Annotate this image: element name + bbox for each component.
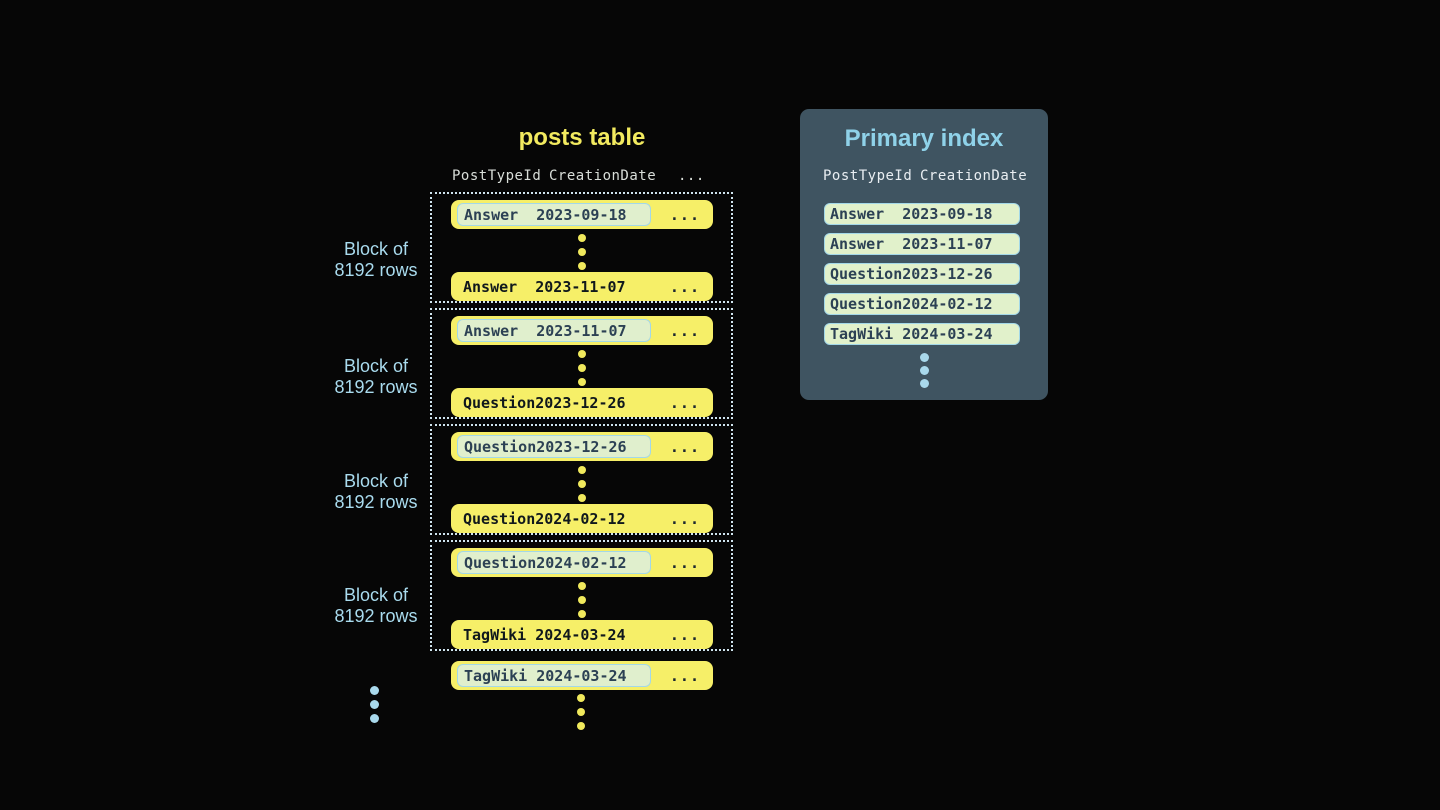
- block-label-line2: 8192 rows: [334, 492, 418, 512]
- index-row: Answer 2023-11-07: [824, 233, 1020, 255]
- row-posttype: Question: [464, 553, 537, 572]
- posts-table-title: posts table: [518, 124, 646, 151]
- row-date: 2023-11-07: [535, 277, 626, 296]
- index-header-creationdate: CreationDate: [920, 168, 1028, 184]
- row-posttype: TagWiki: [463, 625, 527, 644]
- more-index-entries-dots: [800, 353, 1048, 392]
- block-label-2: Block of 8192 rows: [318, 356, 434, 398]
- row-ellipsis: ...: [669, 205, 700, 224]
- row-date: 2024-03-24: [536, 666, 627, 685]
- rows-omitted-dots: [432, 350, 731, 392]
- index-mark-highlight: Answer 2023-09-18: [457, 203, 651, 226]
- block-label-line1: Block of: [343, 239, 409, 259]
- index-row: Answer 2023-09-18: [824, 203, 1020, 225]
- row-posttype: Answer: [463, 277, 518, 296]
- row-date: 2023-11-07: [902, 235, 993, 253]
- row-date: 2023-09-18: [536, 205, 627, 224]
- posts-header-posttypeid: PostTypeId: [452, 168, 542, 184]
- table-row-highlighted: Answer 2023-11-07 ...: [451, 316, 713, 345]
- table-block-1: Answer 2023-09-18 ... Answer 2023-11-07 ..…: [430, 192, 733, 303]
- index-header-posttypeid: PostTypeId: [823, 168, 913, 184]
- row-date: 2023-09-18: [902, 205, 993, 223]
- row-ellipsis: ...: [669, 437, 700, 456]
- block-label-line2: 8192 rows: [334, 260, 418, 280]
- block-label-line1: Block of: [343, 356, 409, 376]
- row-date: 2024-02-12: [536, 553, 627, 572]
- block-label-line2: 8192 rows: [334, 606, 418, 626]
- row-ellipsis: ...: [669, 553, 700, 572]
- row-posttype: Question: [463, 393, 536, 412]
- row-posttype: Question: [830, 295, 903, 313]
- row-date: 2023-12-26: [536, 437, 627, 456]
- more-blocks-dots: [370, 686, 379, 728]
- row-date: 2024-02-12: [902, 295, 993, 313]
- block-label-line1: Block of: [343, 471, 409, 491]
- row-date: 2023-12-26: [902, 265, 993, 283]
- row-date: 2024-02-12: [535, 509, 626, 528]
- row-posttype: Answer: [830, 235, 885, 253]
- row-ellipsis: ...: [669, 666, 700, 685]
- table-row-plain: Answer 2023-11-07 ...: [451, 272, 713, 301]
- block-label-line1: Block of: [343, 585, 409, 605]
- block-label-3: Block of 8192 rows: [318, 471, 434, 513]
- table-row-highlighted: Answer 2023-09-18 ...: [451, 200, 713, 229]
- block-label-4: Block of 8192 rows: [318, 585, 434, 627]
- posts-header-creationdate: CreationDate: [549, 168, 657, 184]
- row-ellipsis: ...: [669, 393, 700, 412]
- rows-omitted-dots: [432, 466, 731, 508]
- rows-omitted-dots: [432, 234, 731, 276]
- row-posttype: Answer: [464, 321, 519, 340]
- row-posttype: TagWiki: [830, 325, 894, 343]
- row-date: 2023-12-26: [535, 393, 626, 412]
- row-posttype: Question: [463, 509, 536, 528]
- table-row-trailing-highlighted: TagWiki 2024-03-24 ...: [451, 661, 713, 690]
- block-label-1: Block of 8192 rows: [318, 239, 434, 281]
- row-ellipsis: ...: [669, 625, 700, 644]
- row-ellipsis: ...: [669, 277, 700, 296]
- posts-header-ellipsis: ...: [678, 168, 705, 184]
- index-mark-highlight: Answer 2023-11-07: [457, 319, 651, 342]
- table-row-plain: TagWiki 2024-03-24 ...: [451, 620, 713, 649]
- row-posttype: Answer: [464, 205, 519, 224]
- row-date: 2023-11-07: [536, 321, 627, 340]
- row-posttype: TagWiki: [464, 666, 528, 685]
- primary-index-panel: Primary index PostTypeId CreationDate An…: [800, 109, 1048, 400]
- block-label-line2: 8192 rows: [334, 377, 418, 397]
- index-mark-highlight: TagWiki 2024-03-24: [457, 664, 651, 687]
- row-posttype: Question: [464, 437, 537, 456]
- rows-omitted-dots: [432, 582, 731, 624]
- index-row: TagWiki 2024-03-24: [824, 323, 1020, 345]
- row-posttype: Answer: [830, 205, 885, 223]
- more-rows-dots: [577, 694, 585, 736]
- row-posttype: Question: [830, 265, 903, 283]
- row-ellipsis: ...: [669, 321, 700, 340]
- row-date: 2024-03-24: [902, 325, 993, 343]
- primary-index-title: Primary index: [844, 125, 1004, 152]
- row-date: 2024-03-24: [535, 625, 626, 644]
- row-ellipsis: ...: [669, 509, 700, 528]
